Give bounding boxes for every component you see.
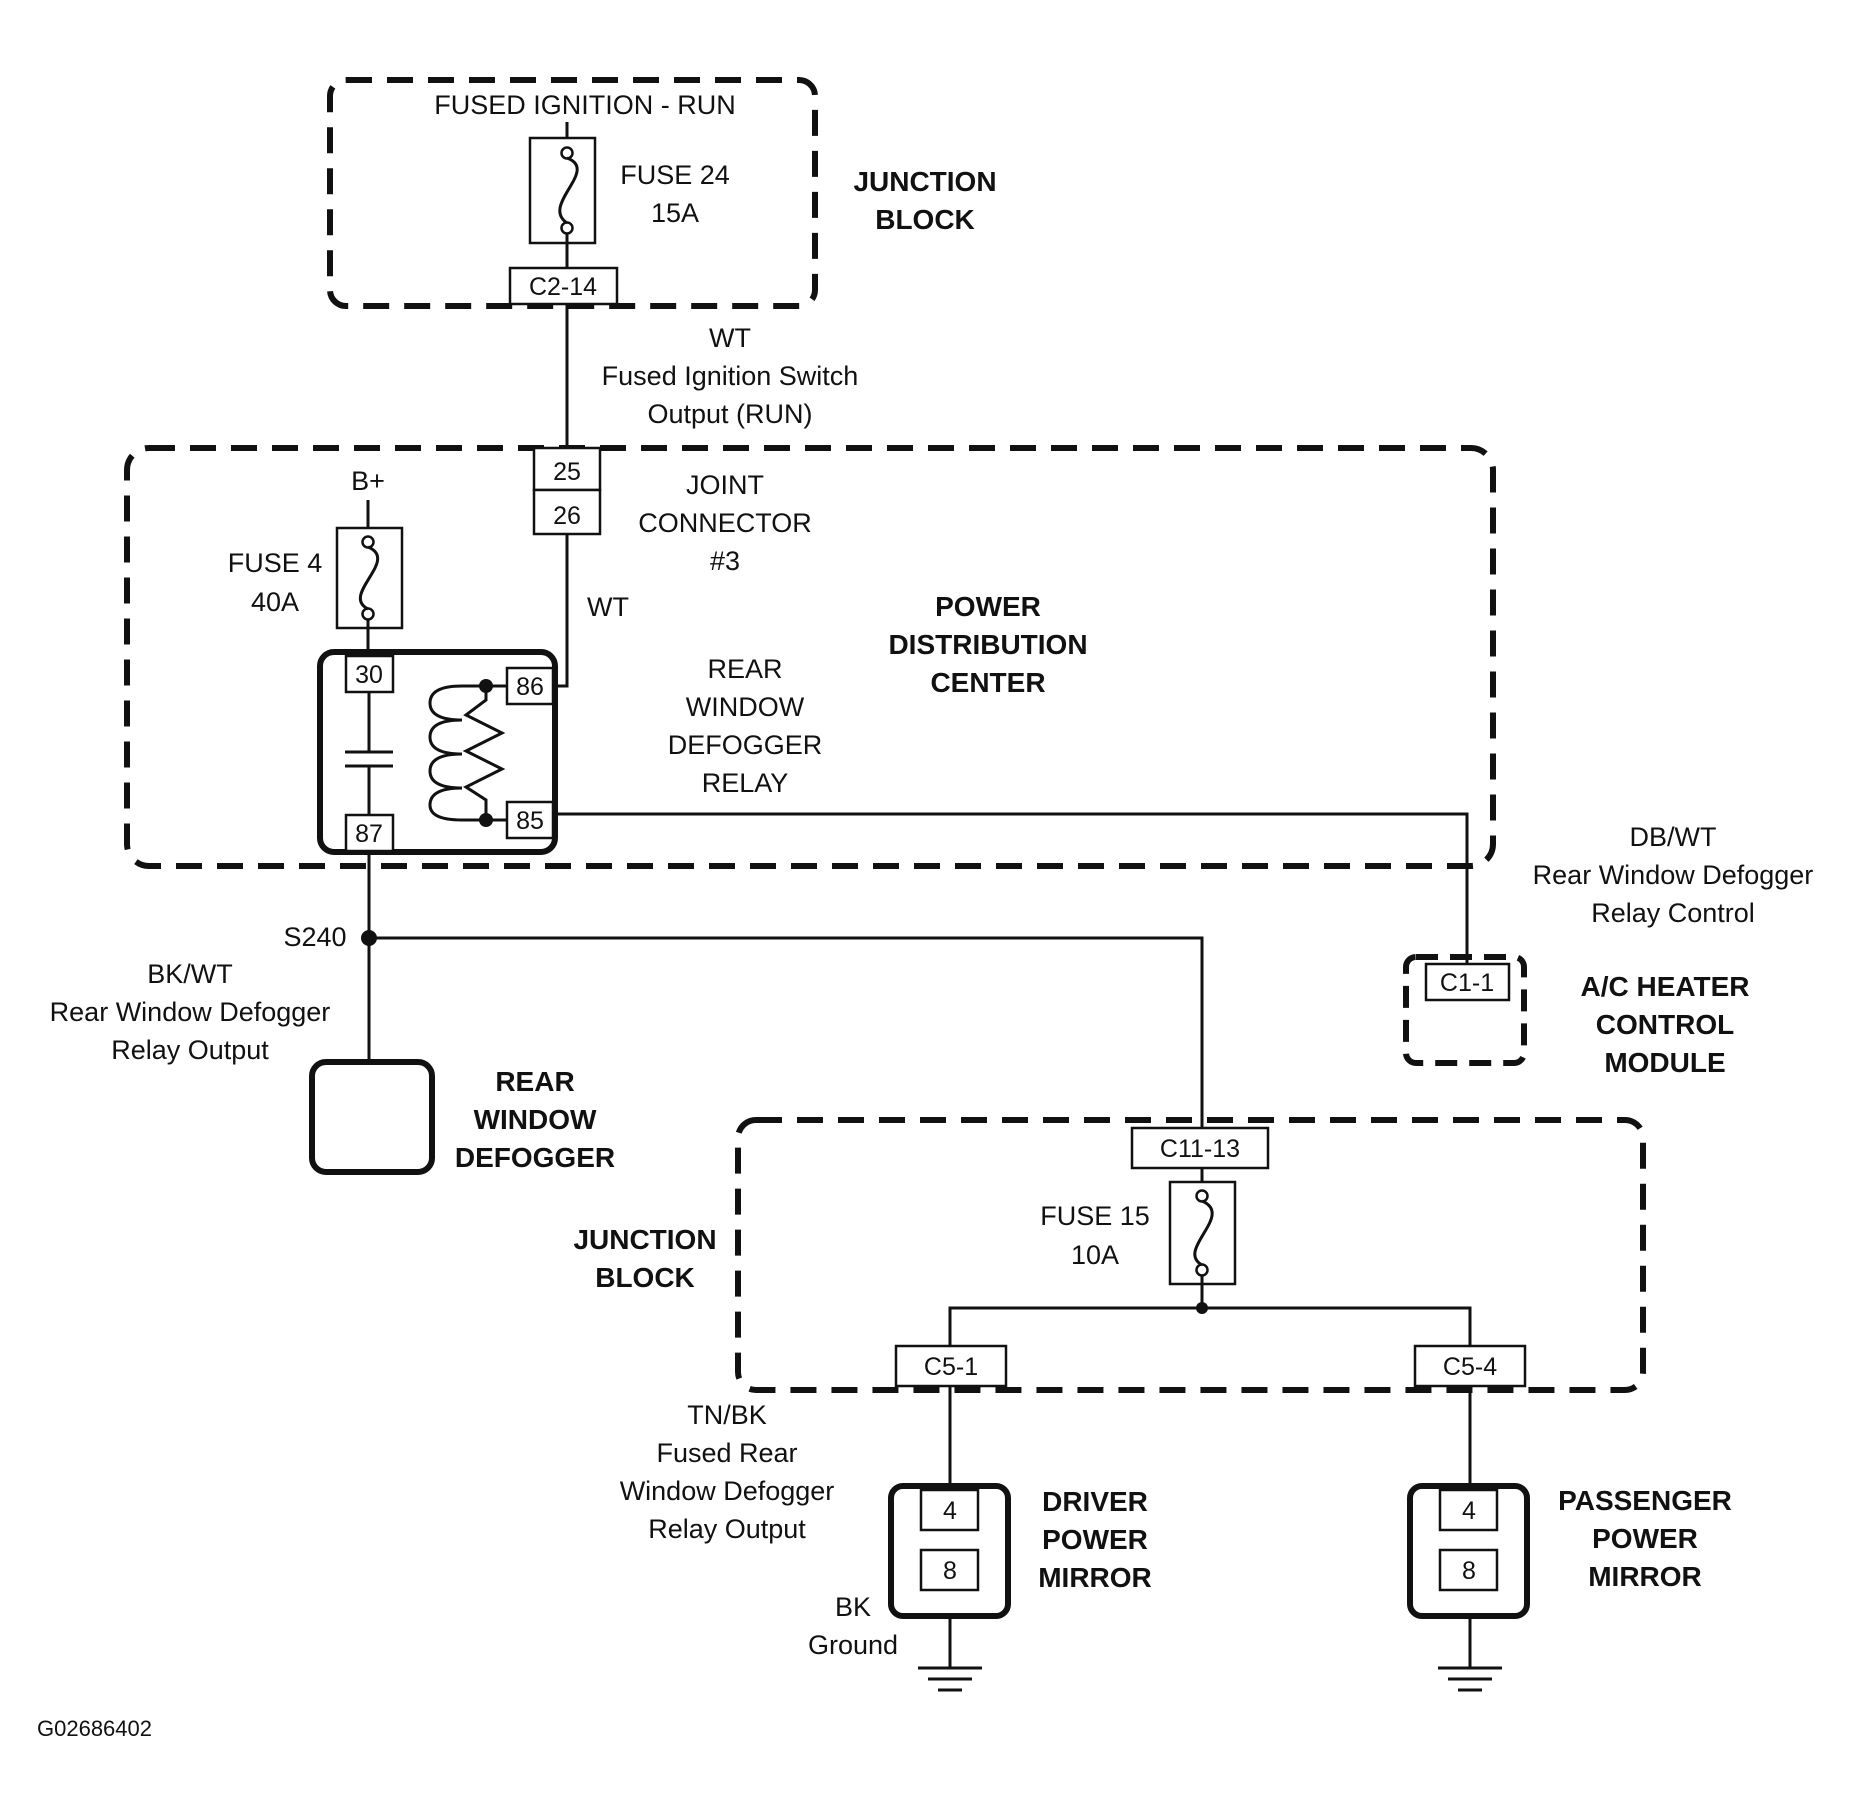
wt-wire-to-relay xyxy=(533,534,569,688)
connector-c2-14: C2-14 xyxy=(529,273,597,301)
connector-c11-13-box xyxy=(1130,1126,1270,1170)
relay-pin-85-box xyxy=(505,800,555,840)
junction-block-top-title-2: BLOCK xyxy=(875,204,975,235)
pdc-boundary xyxy=(124,445,1496,869)
passenger-mirror-title-1: PASSENGER xyxy=(1558,1485,1732,1516)
driver-mirror-pin-4-box xyxy=(919,1488,980,1532)
driver-mirror-title-1: DRIVER xyxy=(1042,1486,1148,1517)
connector-c1-1-box xyxy=(1424,962,1511,1002)
connector-c5-1-box xyxy=(894,1344,1008,1388)
battery-label: B+ xyxy=(351,466,385,496)
junction-branch-wire xyxy=(948,1306,1472,1346)
passenger-ground-icon xyxy=(1438,1666,1502,1692)
fuse-4-name: FUSE 4 xyxy=(228,548,323,578)
ignition-wire-desc-1: Fused Ignition Switch xyxy=(602,361,859,391)
driver-mirror-pin-8: 8 xyxy=(943,1557,957,1585)
relay-label-4: RELAY xyxy=(702,768,789,798)
ground-wire-color: BK xyxy=(835,1592,871,1622)
passenger-mirror-pin-8-box xyxy=(1438,1548,1499,1592)
connector-c5-4-box xyxy=(1413,1344,1527,1388)
passenger-mirror-pin-4: 4 xyxy=(1462,1497,1476,1525)
fuse-24-symbol xyxy=(528,136,597,245)
ac-heater-module-boundary xyxy=(1403,954,1527,1066)
relay-switch-contacts xyxy=(345,692,393,815)
joint-connector-label-1: JOINT xyxy=(686,470,764,500)
rear-defogger-title-1: REAR xyxy=(495,1066,574,1097)
relay-output-wire-desc-1: Rear Window Defogger xyxy=(50,997,331,1027)
joint-connector-label-2: CONNECTOR xyxy=(638,508,812,538)
fuse-15-symbol xyxy=(1168,1180,1237,1286)
pdc-title-2: DISTRIBUTION xyxy=(888,629,1087,660)
rear-window-defogger-grid xyxy=(309,1059,435,1175)
fuse-24-rating: 15A xyxy=(651,198,699,228)
junction-block-bottom-boundary xyxy=(735,1117,1646,1393)
relay-label-1: REAR xyxy=(707,654,782,684)
relay-pin-86: 86 xyxy=(516,673,544,701)
relay-control-wire xyxy=(553,812,1469,964)
relay-pin-30-box xyxy=(344,654,395,694)
rear-defogger-title-3: DEFOGGER xyxy=(455,1142,615,1173)
pdc-title-1: POWER xyxy=(935,591,1041,622)
passenger-mirror-title-3: MIRROR xyxy=(1588,1561,1702,1592)
figure-code: G02686402 xyxy=(37,1716,152,1741)
fused-output-wire-desc-2: Window Defogger xyxy=(620,1476,835,1506)
fuse-4-rating: 40A xyxy=(251,587,299,617)
fused-output-wire-desc-3: Relay Output xyxy=(648,1514,806,1544)
driver-mirror-title-2: POWER xyxy=(1042,1524,1148,1555)
relay-label-3: DEFOGGER xyxy=(668,730,823,760)
driver-ground-icon xyxy=(918,1666,982,1692)
ignition-wire-desc-2: Output (RUN) xyxy=(647,399,812,429)
driver-mirror-pin-4: 4 xyxy=(943,1497,957,1525)
fuse-15-rating: 10A xyxy=(1071,1240,1119,1270)
connector-c5-4: C5-4 xyxy=(1443,1353,1497,1381)
ignition-wire-color: WT xyxy=(709,323,751,353)
connector-c11-13: C11-13 xyxy=(1160,1135,1240,1163)
driver-mirror-title-3: MIRROR xyxy=(1038,1562,1152,1593)
joint-pin-25-box xyxy=(532,446,602,492)
relay-pin-30: 30 xyxy=(355,661,383,689)
passenger-mirror-pin-8: 8 xyxy=(1462,1557,1476,1585)
fused-output-wire-desc-1: Fused Rear xyxy=(656,1438,797,1468)
relay-pin-86-box xyxy=(505,666,555,706)
fused-output-wire-color: TN/BK xyxy=(687,1400,767,1430)
relay-control-wire-color: DB/WT xyxy=(1630,822,1717,852)
ac-module-title-1: A/C HEATER xyxy=(1580,971,1749,1002)
joint-pin-26: 26 xyxy=(553,502,581,530)
relay-control-wire-desc-1: Rear Window Defogger xyxy=(1533,860,1814,890)
ac-module-title-3: MODULE xyxy=(1604,1047,1725,1078)
joint-pin-25: 25 xyxy=(553,458,581,486)
rear-window-defogger-relay-box xyxy=(317,649,558,855)
driver-mirror-pin-8-box xyxy=(919,1548,980,1592)
relay-coil-icon xyxy=(428,679,507,827)
splice-to-junction-wire xyxy=(369,936,1204,1128)
relay-output-wire-color: BK/WT xyxy=(147,959,233,989)
connector-c5-1: C5-1 xyxy=(924,1353,978,1381)
splice-s240-label: S240 xyxy=(283,922,346,952)
junction-block-bottom-title-1: JUNCTION xyxy=(573,1224,716,1255)
passenger-mirror-pin-4-box xyxy=(1438,1488,1499,1532)
junction-block-top-boundary xyxy=(327,77,818,309)
connector-c1-1: C1-1 xyxy=(1440,969,1494,997)
fuse-4-symbol xyxy=(335,526,404,630)
fuse-24-name: FUSE 24 xyxy=(620,160,730,190)
fuse-15-name: FUSE 15 xyxy=(1040,1201,1150,1231)
ground-wire-desc: Ground xyxy=(808,1630,898,1660)
relay-control-wire-desc-2: Relay Control xyxy=(1591,898,1755,928)
relay-pin-87: 87 xyxy=(355,820,383,848)
passenger-mirror-title-2: POWER xyxy=(1592,1523,1698,1554)
joint-connector-label-3: #3 xyxy=(710,546,740,576)
junction-block-top-title-1: JUNCTION xyxy=(853,166,996,197)
relay-label-2: WINDOW xyxy=(686,692,805,722)
joint-pin-26-box xyxy=(532,488,602,536)
ac-module-title-2: CONTROL xyxy=(1596,1009,1734,1040)
fused-ignition-run-label: FUSED IGNITION - RUN xyxy=(434,90,736,120)
relay-pin-85: 85 xyxy=(516,807,544,835)
pdc-title-3: CENTER xyxy=(930,667,1045,698)
connector-c2-14-box xyxy=(508,266,619,306)
wt-wire-color: WT xyxy=(587,592,629,622)
junction-block-bottom-title-2: BLOCK xyxy=(595,1262,695,1293)
rear-defogger-title-2: WINDOW xyxy=(474,1104,597,1135)
relay-output-wire-desc-2: Relay Output xyxy=(111,1035,269,1065)
